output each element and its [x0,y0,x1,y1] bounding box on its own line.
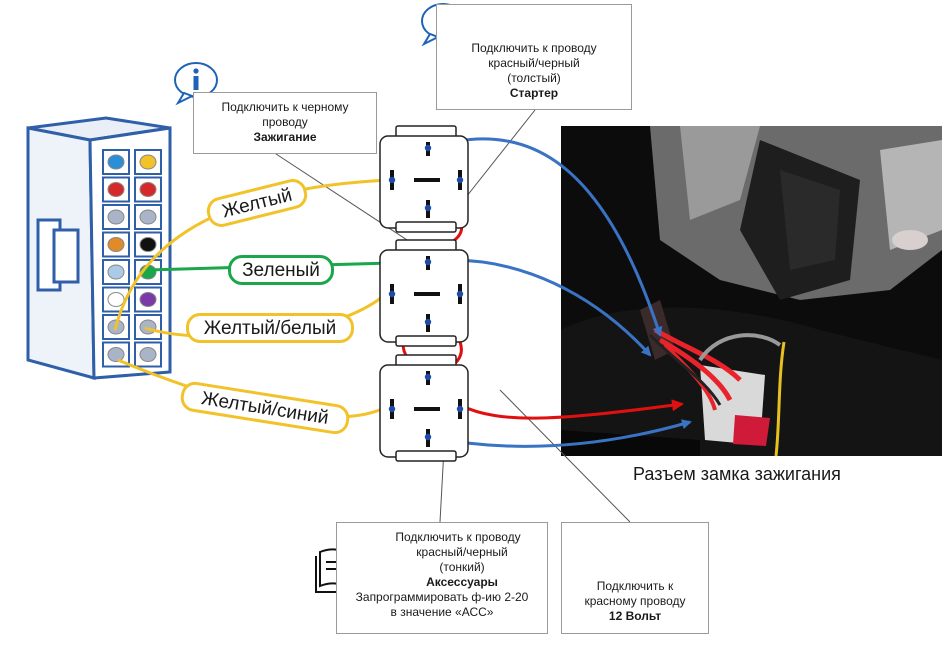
connector-pin [107,182,125,197]
relay-contact [424,258,432,266]
relay-base [395,450,457,462]
connector-pin [139,154,157,170]
relay-contact [388,176,396,184]
wire-label-green: Зеленый [228,255,334,285]
note-ignition-title: Зажигание [253,130,317,144]
info-icon [174,62,218,106]
connector-pin [139,237,157,252]
connector-pin [107,209,125,225]
connector-pin [139,292,157,307]
relay-contact [388,405,396,413]
note-starter: Подключить к проводу красный/черный (тол… [436,4,632,110]
relay-contact [456,290,464,298]
relay-contact [456,176,464,184]
note-accessories-line3: (тонкий) [439,560,485,574]
note-accessories: Подключить к проводу красный/черный (тон… [336,522,548,634]
relay-contact [456,405,464,413]
note-power-title: 12 Вольт [608,609,662,623]
main-connector [26,116,172,380]
relay-contact [424,318,432,326]
relay-base [395,335,457,347]
connector-pin [107,347,125,362]
note-starter-line3: (толстый) [507,71,561,85]
connector-pin [107,292,125,307]
connector-pin [139,209,157,225]
note-accessories-title: Аксессуары [426,575,498,589]
connector-pin-cell [102,259,130,285]
connector-pin [139,182,157,197]
note-power-line2: красному проводу [584,594,686,608]
note-power: Подключить к красному проводу 12 Вольт [561,522,709,634]
note-accessories-line2: красный/черный [416,545,508,559]
note-accessories-line1: Подключить к проводу [395,530,521,544]
wire-label-yellow-white: Желтый/белый [186,313,354,343]
note-ignition-line1: Подключить к черному [221,100,349,114]
connector-pin [139,319,157,335]
relay-contact [424,204,432,212]
note-accessories-line4: Запрограммировать ф-ию 2-20 [355,590,529,604]
note-ignition-line2: проводу [262,115,308,129]
note-power-line1: Подключить к [596,579,674,593]
connector-pin [139,347,157,362]
note-ignition: Подключить к черному проводу Зажигание [193,92,377,154]
note-starter-line2: красный/черный [488,56,580,70]
connector-pin [107,264,125,280]
connector-pin [107,237,125,252]
note-accessories-line5: в значение «АСС» [390,605,494,619]
photo-caption: Разъем замка зажигания [633,464,841,484]
relay-contact [388,290,396,298]
ignition-photo [561,126,942,457]
note-starter-line1: Подключить к проводу [471,41,597,55]
note-starter-title: Стартер [509,86,559,100]
connector-pin-cell [102,176,130,203]
relays [379,125,469,462]
relay-contact [424,373,432,381]
relay-base [395,221,457,233]
relay-contact [424,433,432,441]
connector-pin [107,154,125,170]
relay-contact [424,144,432,152]
